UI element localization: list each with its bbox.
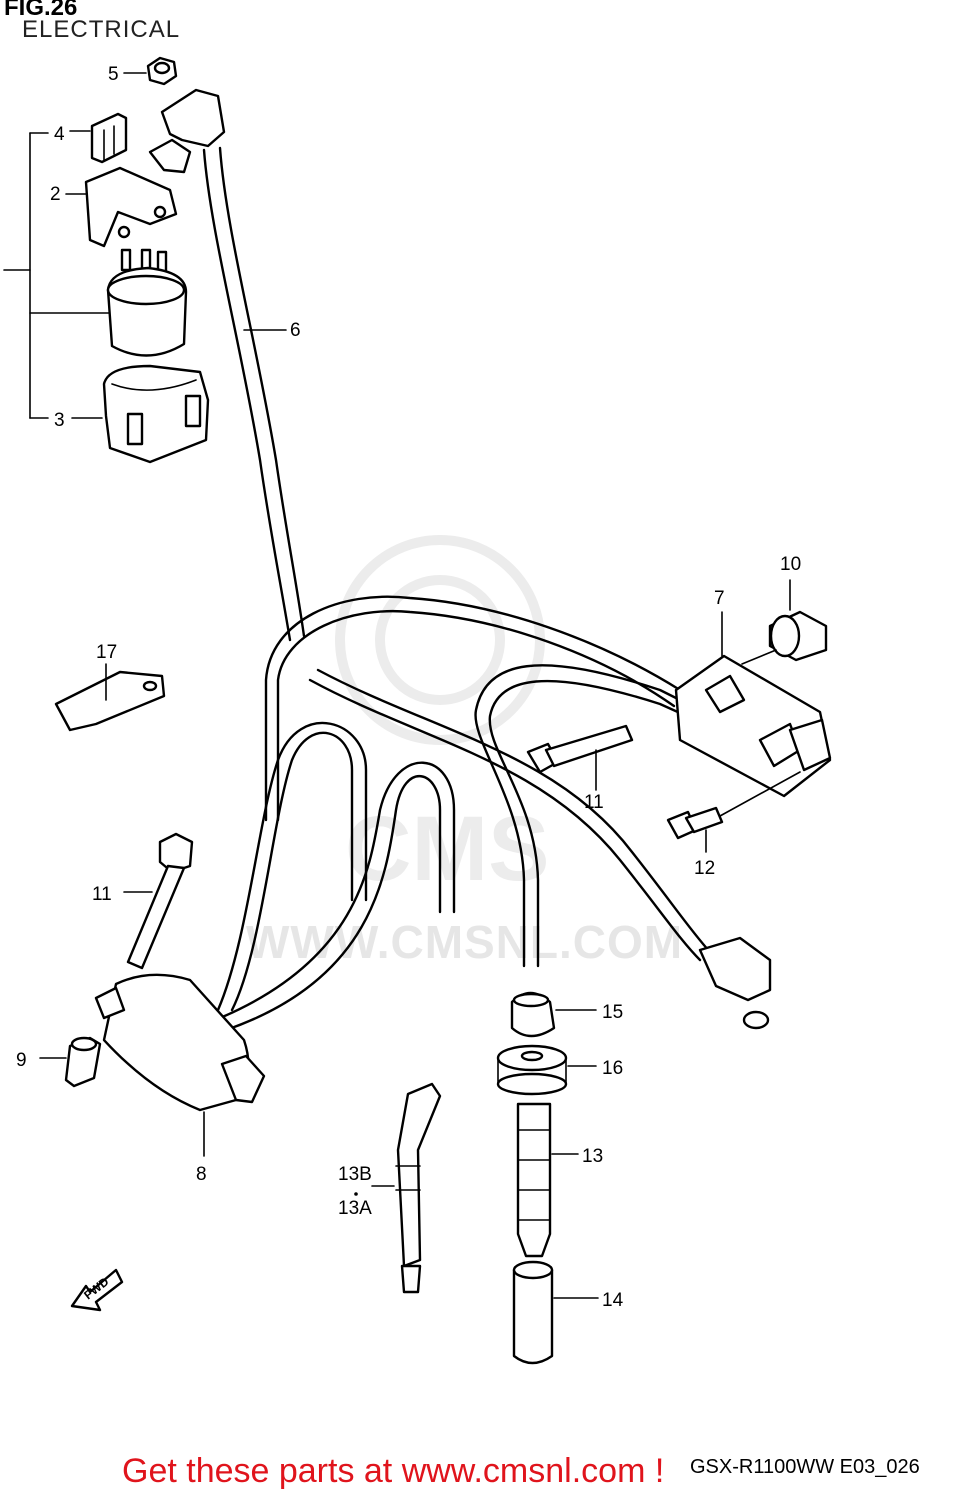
callout-13b: 13B xyxy=(338,1164,372,1185)
starter-relay-body xyxy=(106,248,188,357)
cap-part-9 xyxy=(39,1036,102,1088)
ignition-coil-part-8 xyxy=(94,973,266,1157)
callout-16: 16 xyxy=(602,1058,623,1079)
relay-cover-part-3 xyxy=(71,364,210,464)
watermark-logo-text: CMS xyxy=(345,798,549,900)
watermark-logo: CMS xyxy=(335,535,549,900)
callout-11-lower: 11 xyxy=(92,884,112,905)
callout-11-upper: 11 xyxy=(584,792,604,813)
bolt-part-12 xyxy=(666,771,801,853)
callout-9: 9 xyxy=(16,1050,27,1071)
bracket-part-2 xyxy=(65,166,178,248)
fuse-part-4 xyxy=(69,112,128,164)
callout-4: 4 xyxy=(54,124,65,145)
ignition-coil-part-7 xyxy=(674,611,832,798)
battery-lead-part-6 xyxy=(148,88,306,642)
clamp-part-17 xyxy=(54,663,166,732)
callout-10: 10 xyxy=(780,554,801,575)
plug-cap-part-13 xyxy=(516,1102,579,1258)
forward-direction-arrow: FWD xyxy=(70,1268,124,1312)
bolt-part-11-lower xyxy=(123,832,194,970)
buy-parts-link[interactable]: Get these parts at www.cmsnl.com ! xyxy=(122,1452,665,1490)
nut-part-5 xyxy=(123,56,178,86)
bolt-part-11-upper xyxy=(526,724,634,791)
figure-number: FIG.26 xyxy=(4,0,78,21)
callout-15: 15 xyxy=(602,1002,623,1023)
callout-13a: 13A xyxy=(338,1198,372,1219)
callout-17: 17 xyxy=(96,642,117,663)
watermark-url: WWW.CMSNL.COM xyxy=(246,916,684,968)
callout-14: 14 xyxy=(602,1290,624,1311)
grommet-part-16 xyxy=(496,1044,597,1096)
callout-7: 7 xyxy=(714,588,725,609)
callout-bracket-1 xyxy=(3,132,113,419)
callout-5: 5 xyxy=(108,64,119,85)
callout-2: 2 xyxy=(50,184,61,205)
plug-cap-part-13a-13b xyxy=(371,1082,442,1294)
callout-6: 6 xyxy=(290,320,301,341)
callout-3: 3 xyxy=(54,410,65,431)
grommet-part-15 xyxy=(510,991,597,1038)
callout-labels: 4 2 5 3 6 10 7 17 11 12 11 9 8 15 16 13 … xyxy=(16,64,801,1311)
callout-12: 12 xyxy=(694,858,715,879)
plug-boot-part-14 xyxy=(512,1260,599,1365)
callout-8: 8 xyxy=(196,1164,207,1185)
terminal-cap-part-10 xyxy=(741,579,828,665)
callout-13: 13 xyxy=(582,1146,603,1167)
callout-13-dot xyxy=(354,1192,358,1196)
ignition-harness-leads xyxy=(216,595,772,1032)
model-code: GSX-R1100WW E03_026 xyxy=(690,1456,920,1478)
section-title: ELECTRICAL xyxy=(22,16,181,43)
